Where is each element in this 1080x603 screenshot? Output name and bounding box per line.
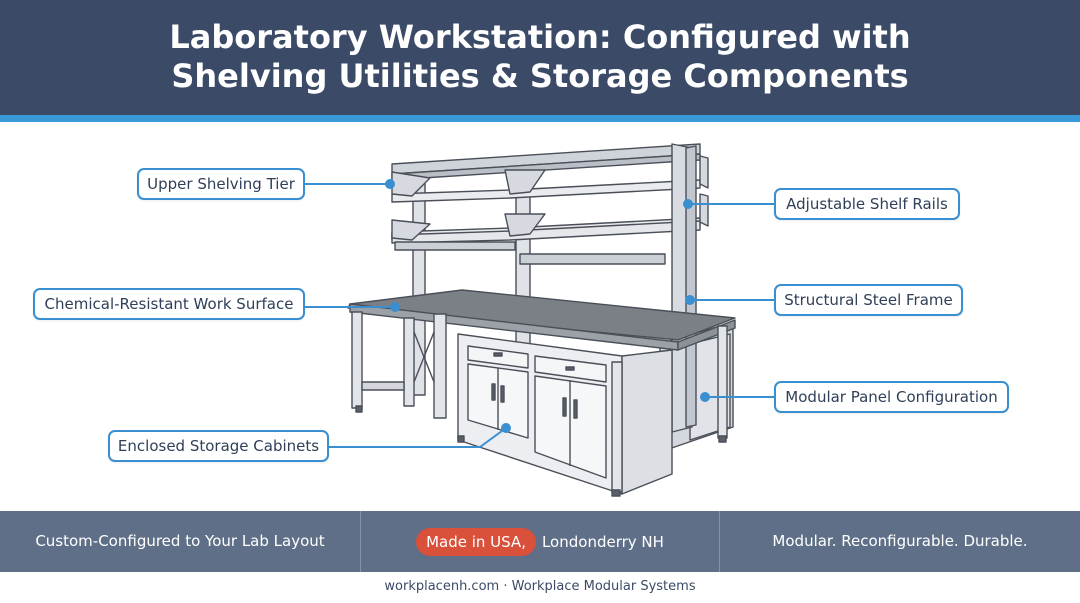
footer-made-in-usa: Made in USA, Londonderry NH: [361, 511, 719, 572]
footer-bar: Custom-Configured to Your Lab Layout Mad…: [0, 511, 1080, 572]
page-title: Laboratory Workstation: Configured with …: [0, 18, 1080, 96]
workstation-illustration: [303, 143, 775, 497]
callout-modular-panel-configuration: Modular Panel Configuration: [774, 381, 1009, 413]
footer-divider: [360, 511, 361, 572]
footer-tagline: Modular. Reconfigurable. Durable.: [772, 532, 1028, 550]
header-banner: Laboratory Workstation: Configured with …: [0, 0, 1080, 115]
workstation-diagram: Upper Shelving Tier Adjustable Shelf Rai…: [0, 122, 1080, 510]
footer-divider: [719, 511, 720, 572]
accent-stripe: [0, 115, 1080, 122]
callout-adjustable-shelf-rails: Adjustable Shelf Rails: [774, 188, 960, 220]
footer-location: Londonderry NH: [541, 532, 664, 551]
made-in-usa-badge: Made in USA,: [416, 527, 536, 556]
footer-custom-configured: Custom-Configured to Your Lab Layout: [35, 532, 325, 550]
callout-enclosed-storage-cabinets: Enclosed Storage Cabinets: [108, 430, 329, 462]
website-credit[interactable]: workplacenh.com · Workplace Modular Syst…: [384, 579, 696, 594]
title-line-2: Shelving Utilities & Storage Components: [171, 57, 909, 95]
callout-structural-steel-frame: Structural Steel Frame: [774, 284, 963, 316]
callout-chemical-resistant-work-surface: Chemical-Resistant Work Surface: [33, 288, 305, 320]
callout-upper-shelving-tier: Upper Shelving Tier: [137, 168, 305, 200]
title-line-1: Laboratory Workstation: Configured with: [169, 18, 911, 56]
